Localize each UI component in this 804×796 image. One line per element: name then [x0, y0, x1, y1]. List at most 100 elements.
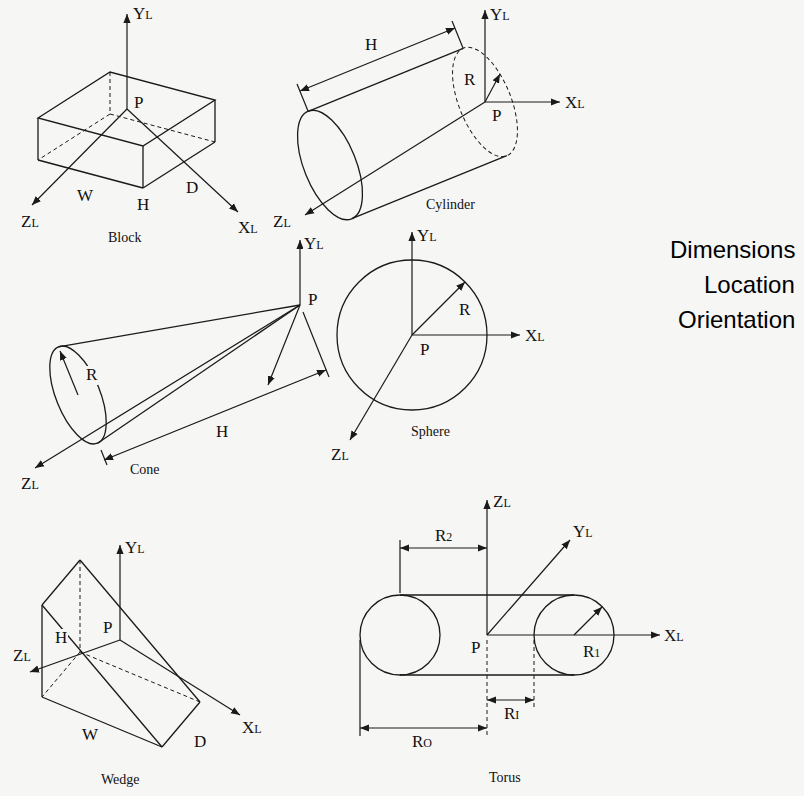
- dimension-label: R: [463, 71, 476, 90]
- axis-label: ZL: [20, 213, 40, 232]
- axis-label: ZL: [20, 475, 40, 494]
- axis-line: [32, 109, 127, 205]
- dimension-label: RI: [503, 705, 520, 724]
- axis-label: XL: [564, 94, 586, 113]
- wedge-figure: [30, 545, 240, 747]
- block-edge: [37, 118, 38, 160]
- dimension-label: H: [136, 196, 150, 215]
- dimension-label: RO: [411, 733, 433, 752]
- dimension-label: D: [185, 179, 199, 198]
- extension-line: [487, 640, 488, 736]
- extension-line: [399, 540, 400, 593]
- block-edge: [143, 142, 215, 188]
- axis-label: YL: [124, 539, 146, 558]
- extension-line: [534, 640, 535, 708]
- cylinder-figure: [284, 10, 560, 229]
- axis-label: ZL: [12, 647, 32, 666]
- extension-line: [359, 640, 360, 736]
- radius-arrow: [574, 607, 602, 635]
- wedge-edge: [42, 697, 162, 747]
- axis-label: ZL: [330, 446, 350, 465]
- dimension-label: R: [85, 366, 98, 385]
- axis-line: [485, 101, 560, 102]
- cylinder-side: [352, 156, 507, 219]
- hidden-edge: [80, 652, 200, 702]
- axis-label: XL: [241, 719, 263, 738]
- cone-side: [58, 305, 300, 347]
- point-label: P: [491, 107, 502, 126]
- extension-line: [101, 450, 107, 465]
- dimension-line: [360, 727, 487, 728]
- axis-line: [35, 305, 300, 468]
- axis-label: YL: [572, 523, 594, 542]
- dimension-label: R: [458, 301, 471, 320]
- block-edge: [38, 160, 143, 188]
- torus-figure: [360, 500, 660, 736]
- axis-line: [126, 14, 127, 109]
- point-label: P: [419, 341, 430, 360]
- axis-label: ZL: [272, 213, 292, 232]
- sphere-figure: [337, 232, 520, 440]
- block-top-face: [38, 72, 215, 146]
- point-label: P: [307, 291, 318, 310]
- hidden-edge: [38, 114, 110, 160]
- wedge-edge: [80, 560, 200, 702]
- shape-caption: Sphere: [410, 424, 451, 439]
- dimension-line: [104, 370, 326, 460]
- dimension-line: [487, 699, 534, 700]
- dimension-label: W: [81, 726, 99, 745]
- wedge-edge: [42, 605, 162, 747]
- axis-line: [411, 232, 412, 335]
- dimension-label: R1: [582, 643, 601, 662]
- dimension-label: H: [54, 629, 68, 648]
- axis-label: XL: [524, 327, 546, 346]
- wedge-edge: [42, 560, 80, 605]
- dimension-line: [400, 547, 487, 548]
- radius-arrow: [485, 74, 500, 102]
- torus-section: [360, 595, 440, 675]
- axis-line: [487, 540, 570, 635]
- block-edge: [214, 100, 215, 142]
- shape-caption: Cylinder: [425, 197, 476, 212]
- axis-label: ZL: [492, 493, 512, 512]
- cone-figure: [35, 240, 329, 468]
- hidden-edge: [80, 560, 81, 652]
- dimension-label: W: [76, 187, 94, 206]
- axis-label: YL: [416, 227, 438, 246]
- axis-line: [119, 545, 120, 640]
- axis-line: [412, 334, 520, 335]
- hidden-edge: [110, 114, 215, 142]
- radius-arrow: [60, 351, 78, 395]
- shape-caption: Cone: [129, 462, 161, 477]
- axis-label: XL: [237, 219, 259, 238]
- cylinder-side: [308, 48, 463, 111]
- extension-line: [297, 84, 308, 111]
- block-edge: [142, 146, 143, 188]
- side-note: Orientation: [677, 307, 796, 333]
- side-note: Location: [703, 272, 796, 298]
- axis-label: YL: [489, 6, 511, 25]
- point-label: P: [102, 619, 113, 638]
- block-figure: [32, 14, 238, 212]
- cone-side: [98, 305, 300, 443]
- axis-line: [299, 240, 300, 305]
- cylinder-end: [284, 101, 376, 228]
- axis-line: [487, 634, 660, 635]
- point-label: P: [133, 94, 144, 113]
- axis-line: [486, 500, 487, 635]
- hidden-edge: [110, 72, 111, 114]
- cone-base: [38, 339, 118, 452]
- axis-line: [484, 10, 485, 102]
- extension-line: [452, 21, 463, 48]
- axis-line: [305, 102, 485, 215]
- side-note: Dimensions: [669, 237, 796, 263]
- axis-line: [350, 335, 412, 440]
- axis-label: YL: [132, 5, 154, 24]
- wedge-edge: [41, 605, 42, 697]
- hidden-edge: [42, 652, 80, 697]
- axis-label: XL: [663, 627, 685, 646]
- dimension-line: [300, 28, 455, 91]
